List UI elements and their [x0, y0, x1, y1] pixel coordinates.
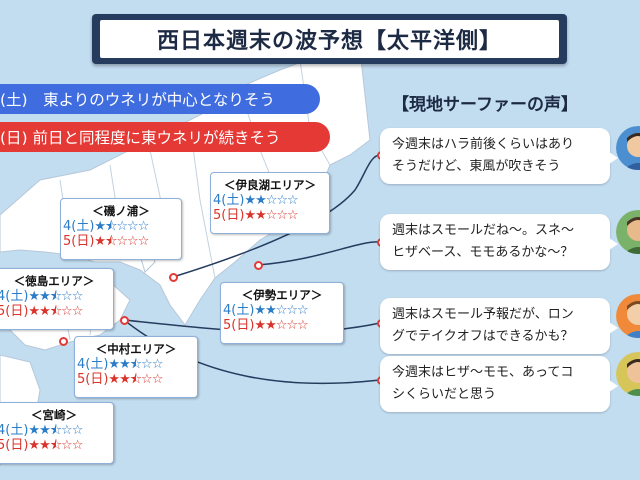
saturday-summary: (土) 東よりのウネリが中心となりそう [0, 84, 320, 114]
sat-rating-stars: ★★⯪☆☆ [108, 357, 163, 372]
sat-label: 4(土) [213, 193, 245, 208]
location-dot [120, 316, 129, 325]
sat-label: 4(土) [77, 357, 109, 372]
area-name: ＜中村エリア＞ [95, 342, 177, 356]
sun-label: 5(日) [63, 234, 95, 249]
voice-line: ヒザベース、モモあるかな〜？ [392, 245, 574, 260]
sun-label: 5(日) [0, 438, 29, 453]
voice-line: 今週末はハラ前後くらいはあり [392, 137, 575, 152]
sat-rating-stars: ★★⯪☆☆ [28, 423, 83, 438]
sun-rating-stars: ★★⯪☆☆ [28, 438, 83, 453]
sun-rating-stars: ★★☆☆☆ [244, 208, 298, 223]
voice-bubble: 今週末はハラ前後くらいはあり そうだけど、東風が吹きそう [380, 128, 618, 184]
sat-label: 4(土) [63, 219, 95, 234]
voice-line: 週末はスモール予報だが、ロン [392, 307, 574, 322]
area-name: ＜磯ノ浦＞ [92, 204, 150, 218]
area-name: ＜宮崎＞ [31, 408, 77, 422]
area-card-irago: ＜伊良湖エリア＞ 4(土)★★☆☆☆ 5(日)★★☆☆☆ [210, 172, 330, 234]
sunday-summary: (日) 前日と同程度に東ウネリが続きそう [0, 122, 330, 152]
sun-rating-stars: ★★⯪☆☆ [108, 372, 163, 387]
voice-bubble: 週末はスモール予報だが、ロン グでテイクオフはできるかも？ [380, 298, 618, 354]
area-card-tokushima: ＜徳島エリア＞ 4(土)★★⯪☆☆ 5(日)★★⯪☆☆ [0, 268, 114, 330]
sat-rating-stars: ★⯪☆☆☆ [94, 219, 149, 234]
title-banner: 西日本週末の波予想【太平洋側】 [92, 14, 567, 64]
location-dot [254, 261, 263, 270]
voice-line: そうだけど、東風が吹きそう [392, 159, 561, 174]
sun-label: 5(日) [213, 208, 245, 223]
sun-label: 5(日) [77, 372, 109, 387]
area-card-miyazaki: ＜宮崎＞ 4(土)★★⯪☆☆ 5(日)★★⯪☆☆ [0, 402, 114, 464]
voice-line: グでテイクオフはできるかも？ [392, 329, 574, 344]
sun-rating-stars: ★★⯪☆☆ [28, 304, 83, 319]
sat-label: 4(土) [223, 303, 255, 318]
location-dot [59, 337, 68, 346]
voice-bubble: 週末はスモールだね〜。スネ〜 ヒザベース、モモあるかな〜？ [380, 214, 618, 270]
surfer-avatar-icon [616, 126, 640, 170]
voices-title: 【現地サーファーの声】 [392, 95, 578, 115]
area-name: ＜伊良湖エリア＞ [224, 178, 316, 192]
voice-line: シくらいだと思う [392, 387, 497, 402]
sat-rating-stars: ★★⯪☆☆ [28, 289, 83, 304]
area-card-nakamura: ＜中村エリア＞ 4(土)★★⯪☆☆ 5(日)★★⯪☆☆ [74, 336, 198, 398]
location-dot [169, 273, 178, 282]
surfer-avatar-icon [616, 352, 640, 396]
sun-label: 5(日) [223, 318, 255, 333]
sat-label: 4(土) [0, 423, 29, 438]
sun-rating-stars: ★⯪☆☆☆ [94, 234, 149, 249]
sun-rating-stars: ★★☆☆☆ [254, 318, 308, 333]
surfer-avatar-icon [616, 210, 640, 254]
sat-rating-stars: ★★☆☆☆ [244, 193, 298, 208]
sat-label: 4(土) [0, 289, 29, 304]
page-title: 西日本週末の波予想【太平洋側】 [100, 20, 559, 58]
area-name: ＜伊勢エリア＞ [241, 288, 323, 302]
voice-line: 今週末はヒザ〜モモ、あってコ [392, 365, 574, 380]
area-card-isonoura: ＜磯ノ浦＞ 4(土)★⯪☆☆☆ 5(日)★⯪☆☆☆ [60, 198, 182, 260]
sun-label: 5(日) [0, 304, 29, 319]
area-card-ise: ＜伊勢エリア＞ 4(土)★★☆☆☆ 5(日)★★☆☆☆ [220, 282, 344, 344]
voice-bubble: 今週末はヒザ〜モモ、あってコ シくらいだと思う [380, 356, 618, 412]
voice-line: 週末はスモールだね〜。スネ〜 [392, 223, 575, 238]
sat-rating-stars: ★★☆☆☆ [254, 303, 308, 318]
area-name: ＜徳島エリア＞ [13, 274, 95, 288]
